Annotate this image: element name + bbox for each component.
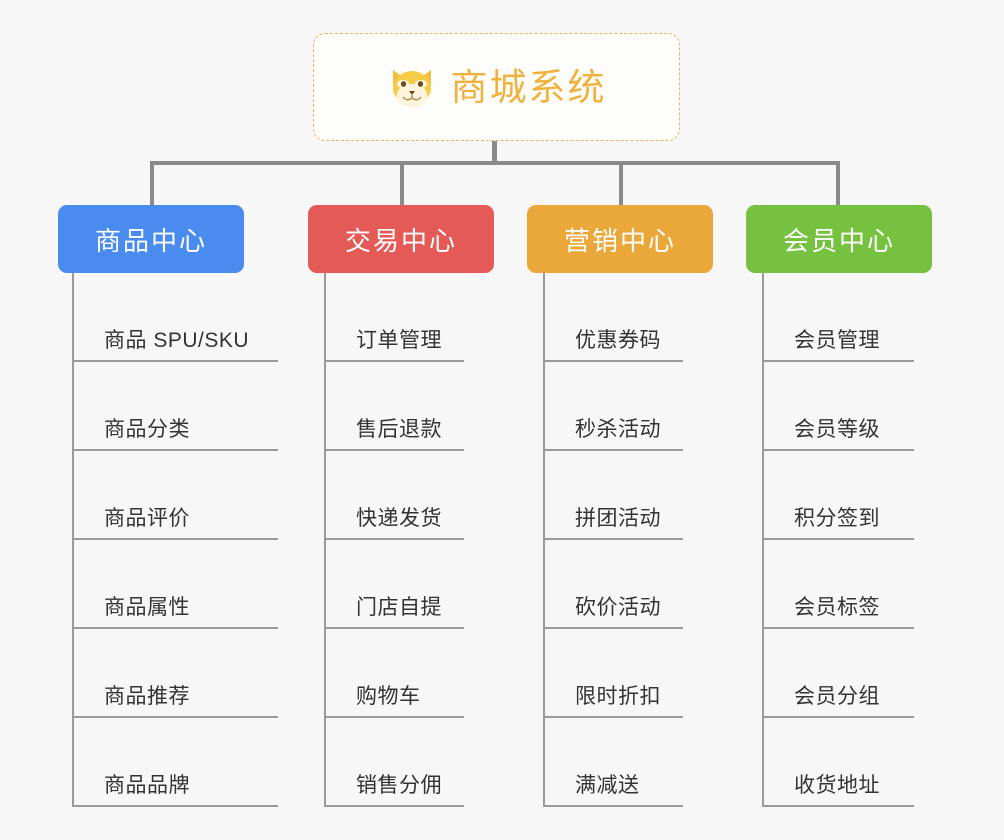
shiba-dog-icon (387, 64, 437, 110)
category-spine (762, 273, 764, 807)
leaf-item[interactable]: 会员管理 (762, 273, 914, 362)
leaf-item-label: 订单管理 (356, 329, 442, 352)
category-spine (324, 273, 326, 807)
root-node[interactable]: 商城系统 (313, 33, 680, 141)
leaf-item[interactable]: 满减送 (543, 718, 683, 807)
leaf-item-label: 积分签到 (794, 507, 880, 530)
leaf-item[interactable]: 商品品牌 (72, 718, 278, 807)
leaf-item-label: 砍价活动 (575, 596, 661, 619)
leaf-item[interactable]: 快递发货 (324, 451, 464, 540)
category-box-3[interactable]: 营销中心 (527, 205, 713, 273)
root-stem-connector (492, 141, 497, 163)
category-label: 交易中心 (344, 225, 457, 256)
leaf-item-label: 会员标签 (794, 596, 880, 619)
category-box-1[interactable]: 商品中心 (58, 205, 244, 273)
category-label: 商品中心 (94, 225, 207, 256)
leaf-item-label: 销售分佣 (356, 774, 442, 797)
leaf-item-label: 商品推荐 (104, 685, 190, 708)
leaf-item-label: 会员管理 (794, 329, 880, 352)
leaf-item[interactable]: 会员分组 (762, 629, 914, 718)
leaf-item[interactable]: 商品推荐 (72, 629, 278, 718)
leaf-item[interactable]: 销售分佣 (324, 718, 464, 807)
leaf-item[interactable]: 积分签到 (762, 451, 914, 540)
leaf-item[interactable]: 优惠券码 (543, 273, 683, 362)
leaf-item-label: 优惠券码 (575, 329, 661, 352)
leaf-item-label: 商品分类 (104, 418, 190, 441)
leaf-item-label: 售后退款 (356, 418, 442, 441)
leaf-item[interactable]: 会员等级 (762, 362, 914, 451)
category-label: 会员中心 (782, 225, 895, 256)
drop-connector-4 (836, 161, 840, 207)
leaf-item[interactable]: 购物车 (324, 629, 464, 718)
leaf-item-label: 商品属性 (104, 596, 190, 619)
drop-connector-1 (150, 161, 154, 207)
leaf-item[interactable]: 商品 SPU/SKU (72, 273, 278, 362)
leaf-item[interactable]: 会员标签 (762, 540, 914, 629)
root-title: 商城系统 (450, 66, 607, 108)
leaf-item[interactable]: 商品属性 (72, 540, 278, 629)
leaf-item-label: 拼团活动 (575, 507, 661, 530)
leaf-item[interactable]: 砍价活动 (543, 540, 683, 629)
leaf-item-label: 商品评价 (104, 507, 190, 530)
leaf-item-label: 商品 SPU/SKU (104, 329, 250, 352)
drop-connector-2 (400, 161, 404, 207)
leaf-item[interactable]: 秒杀活动 (543, 362, 683, 451)
category-box-2[interactable]: 交易中心 (308, 205, 494, 273)
bus-connector (150, 161, 840, 165)
leaf-item[interactable]: 商品评价 (72, 451, 278, 540)
leaf-item[interactable]: 收货地址 (762, 718, 914, 807)
category-spine (543, 273, 545, 807)
leaf-item-label: 收货地址 (794, 774, 880, 797)
leaf-item[interactable]: 门店自提 (324, 540, 464, 629)
leaf-item-label: 门店自提 (356, 596, 442, 619)
leaf-item[interactable]: 限时折扣 (543, 629, 683, 718)
category-label: 营销中心 (563, 225, 676, 256)
leaf-item-label: 商品品牌 (104, 774, 190, 797)
leaf-item-label: 秒杀活动 (575, 418, 661, 441)
drop-connector-3 (619, 161, 623, 207)
leaf-item-label: 会员分组 (794, 685, 880, 708)
leaf-item[interactable]: 拼团活动 (543, 451, 683, 540)
leaf-item[interactable]: 售后退款 (324, 362, 464, 451)
leaf-item-label: 限时折扣 (575, 685, 661, 708)
category-spine (72, 273, 74, 807)
leaf-item-label: 购物车 (356, 685, 421, 708)
leaf-item-label: 会员等级 (794, 418, 880, 441)
leaf-item-label: 快递发货 (356, 507, 442, 530)
leaf-item-label: 满减送 (575, 774, 640, 797)
leaf-item[interactable]: 商品分类 (72, 362, 278, 451)
category-box-4[interactable]: 会员中心 (746, 205, 932, 273)
leaf-item[interactable]: 订单管理 (324, 273, 464, 362)
